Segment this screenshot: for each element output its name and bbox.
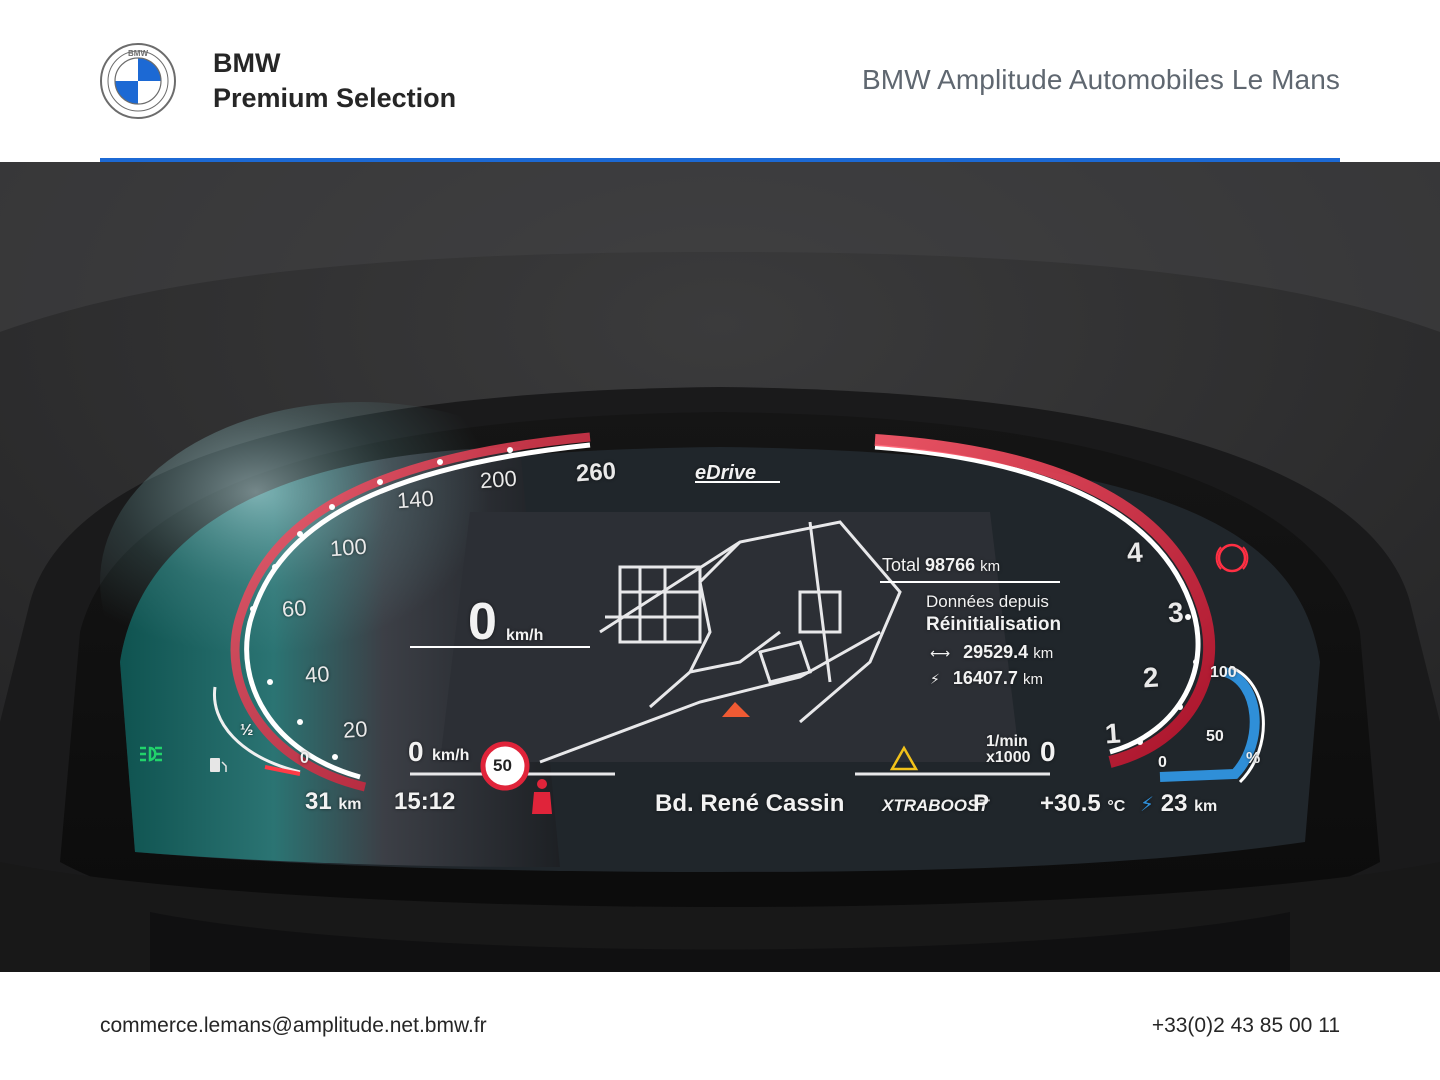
street-name: Bd. René Cassin (655, 790, 845, 817)
rpm-unit: 1/min x1000 (986, 734, 1031, 766)
electric-range-unit: km (1194, 798, 1218, 815)
page-footer: commerce.lemans@amplitude.net.bmw.fr +33… (0, 972, 1440, 1080)
rpm-tick-label: 4 (1125, 536, 1144, 569)
speed-tick-label: 40 (304, 661, 331, 688)
rpm-tick-label: 2 (1141, 661, 1160, 694)
svg-text:BMW: BMW (128, 49, 148, 58)
battery-gauge-arc (1159, 667, 1260, 782)
seatbelt-icon (532, 779, 552, 814)
rpm-tick-marks (1137, 614, 1199, 745)
fuel-range-value: 31 (305, 788, 332, 815)
tachometer-arc (874, 444, 1201, 755)
odometer-total-unit: km (980, 558, 1001, 575)
speed-tick-label: 200 (479, 465, 518, 494)
speed-tick-label: 20 (342, 716, 369, 743)
fuel-pump-icon (210, 758, 227, 772)
rpm-tick-label: 1 (1103, 717, 1122, 750)
speed-limit-value: 50 (493, 756, 512, 775)
odometer-total: Total 98766 km (882, 555, 1000, 576)
fuel-range-unit: km (338, 796, 362, 813)
gear-indicator: P (973, 790, 990, 817)
rpm-tick-label: 3 (1166, 596, 1185, 629)
navigation-arrow-icon (722, 702, 750, 717)
fuel-gauge-arc (212, 686, 301, 774)
electric-range: ⚡ 23 km (1140, 790, 1217, 818)
battery-tick-label: 50 (1206, 728, 1224, 745)
speed-limit-sign (480, 741, 530, 791)
fuel-level-marker (264, 765, 301, 776)
trip-distance: ⟷ 29529.4 km (930, 642, 1053, 663)
clock: 15:12 (394, 788, 456, 815)
bmw-logo: BMW (100, 43, 176, 119)
cluster-illustration (0, 162, 1440, 972)
battery-gauge-outline (1229, 665, 1265, 784)
speed-tick-label: 260 (575, 457, 617, 488)
battery-tick-label: 0 (1158, 754, 1167, 771)
contact-phone[interactable]: +33(0)2 43 85 00 11 (1151, 1014, 1340, 1037)
electric-range-value: 23 (1160, 790, 1188, 817)
electric-range-icon: ⚡ (1140, 794, 1155, 816)
speed-zero-label: 0 (408, 736, 424, 767)
header-divider (100, 158, 1340, 162)
speed-zero-unit: km/h (432, 747, 470, 764)
tachometer-red-arc (874, 434, 1215, 768)
speed-unit: km/h (506, 627, 544, 644)
fuel-range: 31 km (305, 788, 362, 816)
dashboard-top-surface (0, 162, 1440, 332)
speedometer-red-arc (230, 432, 591, 792)
warning-triangle-icon (889, 745, 919, 771)
trip-electric-icon: ⚡ (930, 671, 940, 687)
trip-distance-value: 29529.4 (963, 642, 1029, 662)
steering-column-shadow (150, 912, 1290, 972)
battery-unit: % (1246, 750, 1261, 767)
brand-name: BMW Premium Selection (213, 46, 456, 116)
map-roads (539, 520, 902, 764)
fuel-zero-label: 0 (300, 750, 309, 767)
edrive-label: eDrive (695, 462, 757, 484)
rpm-unit-line-2: x1000 (986, 749, 1031, 766)
temperature-value: +30.5 (1040, 790, 1101, 817)
speed-tick-label: 100 (329, 533, 368, 562)
speed-tick-marks (250, 447, 513, 760)
odometer-total-value: 98766 (925, 555, 976, 575)
trip-electric-value: 16407.7 (952, 668, 1018, 688)
trip-electric: ⚡ 16407.7 km (930, 668, 1043, 689)
rpm-zero-label: 0 (1040, 736, 1056, 767)
drive-mode: XTRABOOST (882, 796, 989, 815)
trip-distance-icon: ⟷ (930, 645, 951, 661)
since-label: Données depuis (926, 592, 1049, 611)
trip-electric-unit: km (1022, 671, 1043, 688)
instrument-cluster-photo: eDrive 20 40 60 100 140 200 260 1 2 3 4 … (0, 162, 1440, 972)
trip-distance-unit: km (1033, 645, 1054, 662)
speed-tick-label: 140 (396, 485, 435, 514)
dealer-name: BMW Amplitude Automobiles Le Mans (862, 64, 1340, 95)
brand-line-2: Premium Selection (213, 83, 457, 113)
rpm-unit-line-1: 1/min (986, 733, 1028, 750)
odometer-total-label: Total (882, 555, 921, 575)
fuel-half-label: ½ (240, 722, 254, 739)
contact-email[interactable]: commerce.lemans@amplitude.net.bmw.fr (100, 1014, 487, 1037)
battery-tick-label: 100 (1210, 664, 1237, 681)
headlight-icon (140, 746, 162, 762)
outside-temperature: +30.5 °C (1040, 790, 1125, 818)
parking-brake-icon (1215, 543, 1249, 573)
speed-value: 0 (468, 593, 497, 651)
speed-tick-label: 60 (281, 595, 308, 622)
reset-label: Réinitialisation (926, 614, 1062, 635)
map-panel (440, 512, 1020, 762)
page-header: BMW BMW Premium Selection BMW Amplitude … (0, 0, 1440, 162)
temperature-unit: °C (1107, 798, 1126, 815)
brand-line-1: BMW (213, 48, 281, 78)
